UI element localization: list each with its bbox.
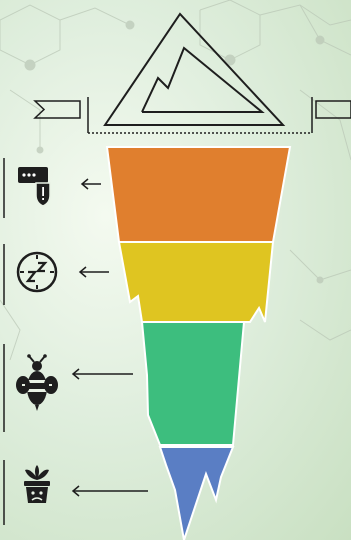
layer-second — [117, 241, 275, 323]
ribbon-left — [33, 97, 89, 133]
server-shield-icon — [18, 167, 51, 207]
arrows — [71, 178, 148, 497]
layer-bottom — [158, 446, 235, 540]
sad-plant-pot-icon — [24, 465, 50, 503]
iceberg-layers — [105, 146, 292, 540]
ribbon-right — [311, 97, 351, 133]
arrow-2 — [78, 266, 109, 278]
layer-third — [140, 321, 246, 446]
arrow-3 — [71, 368, 133, 380]
arrow-1 — [80, 178, 101, 190]
bee-icon — [16, 354, 58, 411]
sleep-clock-icon — [16, 251, 58, 293]
mountain-peak-icon — [103, 12, 286, 126]
molecule-pattern — [0, 0, 351, 361]
layer-top — [105, 146, 292, 243]
arrow-4 — [71, 485, 148, 497]
